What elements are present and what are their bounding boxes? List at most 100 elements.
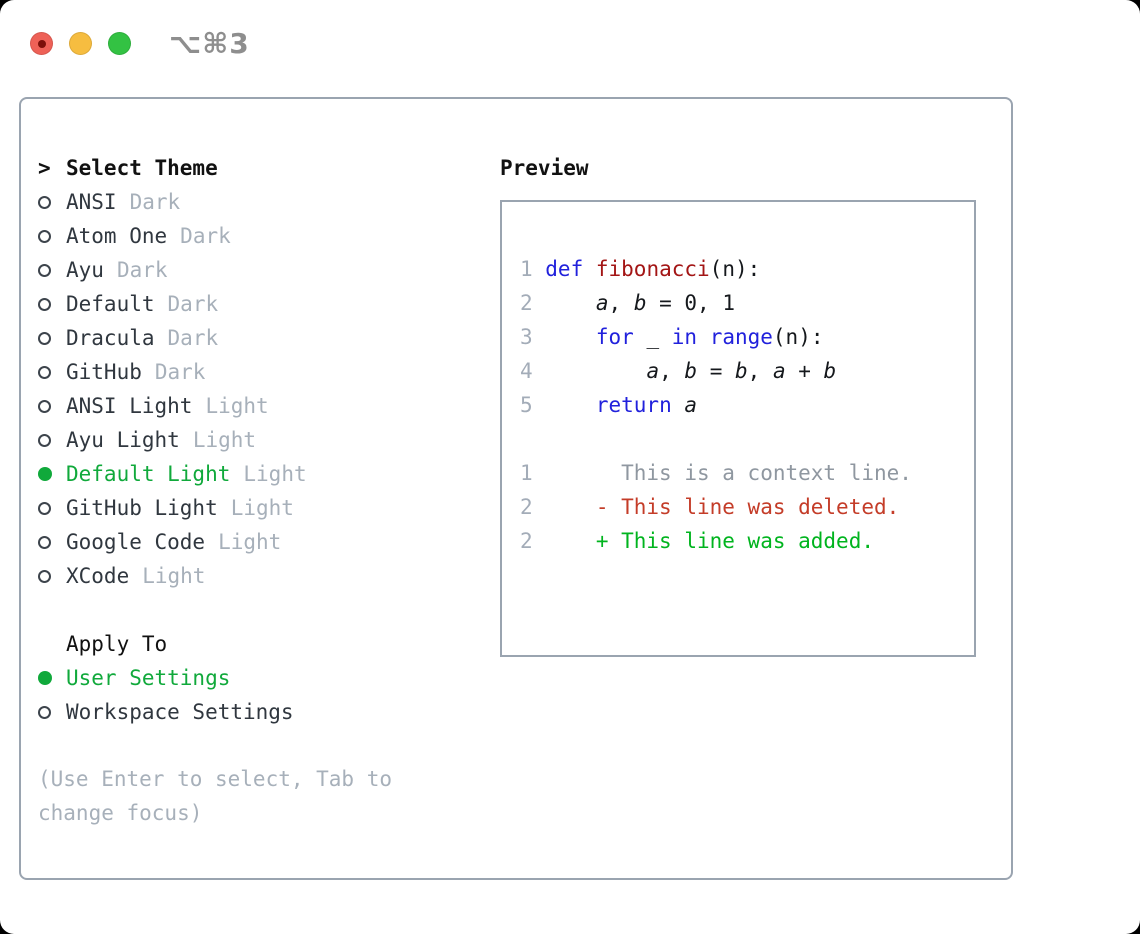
theme-option-ayu[interactable]: Ayu Dark	[38, 253, 470, 287]
radio-icon	[38, 433, 51, 447]
radio-icon	[38, 297, 51, 311]
option-variant-label: Light	[205, 394, 269, 418]
code-token-plain: (n):	[709, 257, 761, 281]
theme-option-github-light[interactable]: GitHub Light Light	[38, 491, 470, 525]
radio-icon	[38, 569, 51, 583]
select-theme-header: Select Theme	[66, 156, 218, 180]
diff-marker-icon: -	[595, 495, 609, 519]
code-token-variable: b	[633, 291, 647, 315]
zoom-button[interactable]	[108, 32, 131, 55]
option-variant-label: Light	[142, 564, 206, 588]
code-token-keyword: def	[545, 257, 584, 281]
code-line: 4 a, b = b, a + b	[520, 354, 974, 388]
theme-option-atom-one[interactable]: Atom One Dark	[38, 219, 470, 253]
option-variant-label: Dark	[116, 258, 168, 282]
radio-icon	[38, 535, 51, 549]
code-line: 5 return a	[520, 388, 974, 422]
code-token-keyword: for	[595, 325, 634, 349]
option-label: Default Light	[66, 462, 231, 486]
focus-caret-icon: >	[38, 156, 51, 180]
code-line: 2 a, b = 0, 1	[520, 286, 974, 320]
option-variant-label: Dark	[167, 326, 219, 350]
code-token-variable: a	[684, 393, 698, 417]
line-number: 2	[520, 291, 533, 315]
option-variant-label: Light	[243, 462, 307, 486]
apply-option-user-settings[interactable]: User Settings	[38, 661, 470, 695]
line-number: 2	[520, 495, 533, 519]
radio-icon	[38, 331, 51, 345]
code-token-plain: ,	[659, 359, 685, 383]
code-token-keyword: range	[709, 325, 773, 349]
theme-option-dracula[interactable]: Dracula Dark	[38, 321, 470, 355]
option-label: Dracula	[66, 326, 155, 350]
option-variant-label: Dark	[180, 224, 231, 248]
close-button[interactable]	[30, 32, 53, 55]
option-variant-label: Light	[230, 496, 294, 520]
apply-option-workspace-settings[interactable]: Workspace Settings	[38, 695, 470, 729]
blank-line	[520, 422, 974, 456]
help-text: (Use Enter to select, Tab to change focu…	[38, 767, 393, 825]
theme-option-default-light[interactable]: Default Light Light	[38, 457, 470, 491]
radio-icon	[38, 365, 51, 379]
code-token-plain: ,	[747, 359, 773, 383]
radio-selected-icon	[38, 671, 52, 685]
line-number: 3	[520, 325, 533, 349]
radio-icon	[38, 705, 51, 719]
option-variant-label: Dark	[129, 190, 181, 214]
radio-icon	[38, 229, 51, 243]
radio-icon	[38, 195, 51, 209]
option-label: ANSI Light	[66, 394, 193, 418]
code-token-plain: _	[633, 325, 672, 349]
line-number: 2	[520, 529, 533, 553]
code-token-function: fibonacci	[595, 257, 710, 281]
code-token-variable: b	[823, 359, 837, 383]
minimize-button[interactable]	[69, 32, 92, 55]
code-line: 3 for _ in range(n):	[520, 320, 974, 354]
code-token-plain	[545, 291, 596, 315]
diff-marker-icon: +	[595, 529, 609, 553]
code-token-variable: a	[595, 291, 609, 315]
option-label: Atom One	[66, 224, 168, 248]
option-label: GitHub Light	[66, 496, 218, 520]
diff-text: This is a context line.	[621, 461, 912, 485]
theme-option-ansi-light[interactable]: ANSI Light Light	[38, 389, 470, 423]
option-label: User Settings	[66, 666, 231, 690]
code-token-plain	[545, 393, 596, 417]
titlebar: ⌥⌘3	[30, 27, 250, 60]
preview-header: Preview	[500, 156, 589, 180]
option-variant-label: Dark	[167, 292, 219, 316]
code-token-variable: b	[684, 359, 698, 383]
code-token-plain: = 0, 1	[646, 291, 735, 315]
code-token-plain	[545, 359, 646, 383]
radio-icon	[38, 399, 51, 413]
diff-text: This line was deleted.	[621, 495, 900, 519]
unsaved-dot-icon	[37, 39, 46, 48]
code-token-keyword: return	[595, 393, 672, 417]
line-number: 4	[520, 359, 533, 383]
option-label: Ayu Light	[66, 428, 180, 452]
code-token-variable: a	[772, 359, 786, 383]
code-token-variable: b	[734, 359, 748, 383]
code-token-plain: +	[785, 359, 824, 383]
option-variant-label: Dark	[154, 360, 206, 384]
line-number: 1	[520, 461, 533, 485]
code-token-variable: a	[646, 359, 660, 383]
diff-line-deleted: 2 -This line was deleted.	[520, 490, 974, 524]
code-token-plain	[697, 325, 710, 349]
select-theme-header-row: > Select Theme	[38, 151, 470, 185]
code-token-plain: (n):	[772, 325, 824, 349]
option-label: Ayu	[66, 258, 104, 282]
